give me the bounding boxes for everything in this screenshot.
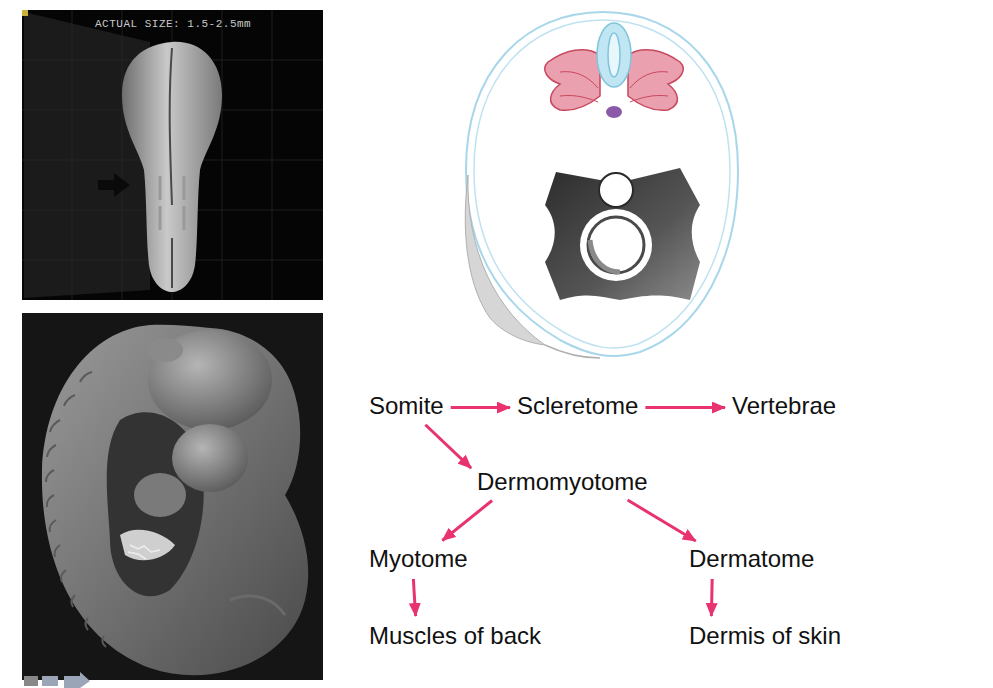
node-text: Dermomyotome — [477, 468, 648, 495]
flow-label: Dermomyotome — [474, 466, 651, 498]
node-text: Scleretome — [517, 392, 638, 419]
embryo-cross-section — [465, 12, 738, 358]
flow-label: Dermatome — [686, 543, 817, 575]
flow-label: Dermis of skin — [686, 620, 844, 652]
flow-arrow — [710, 579, 714, 616]
flow-label: Muscles of back — [366, 620, 544, 652]
flow-arrow — [628, 500, 696, 541]
node-text: Vertebrae — [732, 392, 836, 419]
size-caption: ACTUAL SIZE: 1.5-2.5mm — [95, 18, 251, 30]
flow-label: Scleretome — [514, 390, 641, 422]
flow-label: Somite — [366, 390, 447, 422]
flow-arrow — [451, 406, 510, 409]
embryo-dorsal-photo — [22, 10, 323, 300]
node-text: Myotome — [369, 545, 468, 572]
node-text: Dermatome — [689, 545, 814, 572]
flow-arrow — [425, 425, 471, 468]
node-text: Dermis of skin — [689, 622, 841, 649]
node-text: Muscles of back — [369, 622, 541, 649]
embryo-sem-photo — [22, 313, 323, 688]
flow-arrow — [442, 501, 492, 541]
flow-label: Myotome — [366, 543, 471, 575]
node-text: Somite — [369, 392, 444, 419]
flow-label: Vertebrae — [729, 390, 839, 422]
flow-arrow — [413, 579, 415, 616]
flow-arrow — [645, 406, 725, 409]
